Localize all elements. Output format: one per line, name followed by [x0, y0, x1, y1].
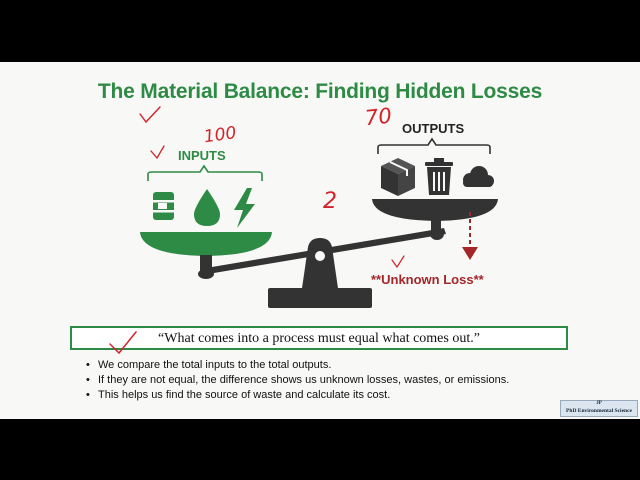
presenter-credential: PhD Environmental Science: [566, 408, 632, 414]
unknown-loss-label: **Unknown Loss**: [371, 272, 484, 287]
output-pan-stem: [431, 220, 441, 232]
slide: The Material Balance: Finding Hidden Los…: [0, 62, 640, 419]
water-drop-icon: [194, 189, 220, 226]
scale-fulcrum: [300, 238, 340, 302]
slide-title: The Material Balance: Finding Hidden Los…: [97, 80, 543, 103]
inputs-handwritten-number: 100: [203, 123, 238, 147]
checkmark-quote-icon: [109, 331, 137, 355]
outputs-brace: [377, 137, 491, 154]
outputs-label: OUTPUTS: [402, 121, 465, 136]
presenter-badge: JP PhD Environmental Science: [560, 400, 638, 417]
outputs-handwritten-number: 70: [364, 104, 393, 131]
presenter-initials: JP: [596, 401, 602, 406]
scale-base: [268, 288, 372, 308]
box-icon: [381, 158, 415, 196]
quote-box: “What comes into a process must equal wh…: [70, 326, 568, 350]
output-pan: [372, 199, 498, 221]
lightning-icon: [234, 188, 255, 228]
bullet-item: This helps us find the source of waste a…: [86, 388, 509, 403]
trash-can-icon: [425, 158, 453, 195]
balance-scale-illustration: [140, 137, 498, 308]
bullet-item: We compare the total inputs to the total…: [86, 358, 509, 373]
inputs-brace: [147, 164, 263, 181]
input-pan: [140, 232, 272, 256]
inputs-label: INPUTS: [178, 148, 226, 163]
bullet-list: We compare the total inputs to the total…: [86, 358, 509, 403]
fulcrum-handwritten-mark: 2: [323, 189, 337, 214]
loss-arrow-head: [462, 247, 478, 260]
bullet-item: If they are not equal, the difference sh…: [86, 373, 509, 388]
handwritten-annotations: 100 70 2: [109, 104, 405, 355]
checkmark-inputs-icon: [150, 145, 165, 160]
cloud-icon: [463, 166, 494, 187]
barrel-icon: [153, 192, 174, 220]
quote-text: “What comes into a process must equal wh…: [158, 331, 480, 346]
checkmark-title-icon: [139, 106, 161, 124]
checkmark-loss-icon: [391, 255, 405, 269]
